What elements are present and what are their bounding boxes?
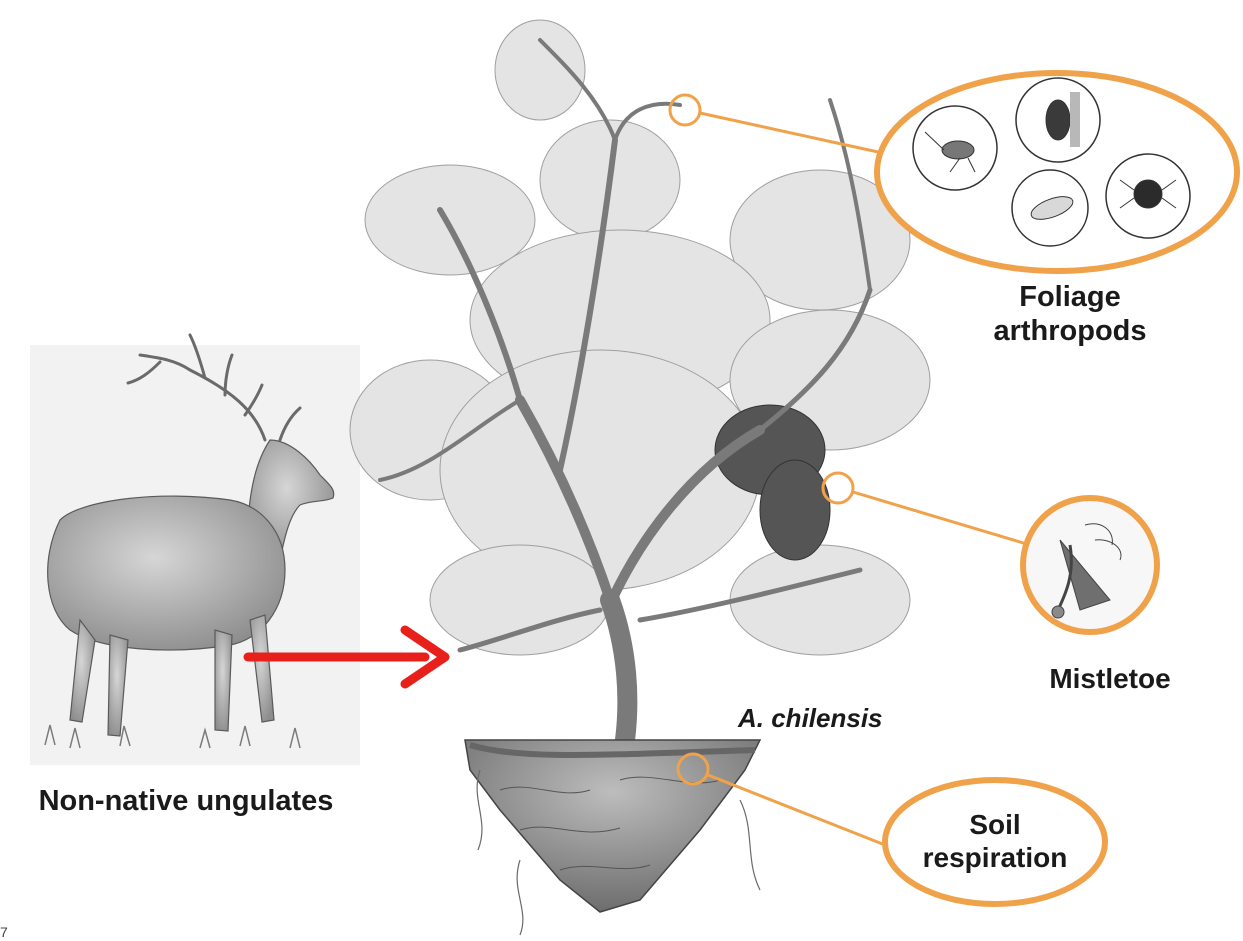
page-number: 7 (0, 924, 8, 941)
soil-callout-line (708, 775, 885, 845)
foliage-source-circle (670, 95, 700, 125)
mistletoe-callout-line (853, 492, 1030, 545)
soil-block-icon (465, 740, 760, 935)
mistletoe-label: Mistletoe (1025, 662, 1195, 695)
foliage-arthropods-label: Foliage arthropods (960, 280, 1180, 348)
soil-respiration-label: Soil respiration (900, 808, 1090, 874)
species-label: A. chilensis (738, 703, 968, 734)
foliage-callout-line (700, 113, 878, 152)
non-native-ungulates-label: Non-native ungulates (0, 784, 372, 818)
mistletoe-source-circle (823, 473, 853, 503)
tree-sketch-icon (350, 20, 930, 740)
mistletoe-callout (1023, 498, 1157, 632)
